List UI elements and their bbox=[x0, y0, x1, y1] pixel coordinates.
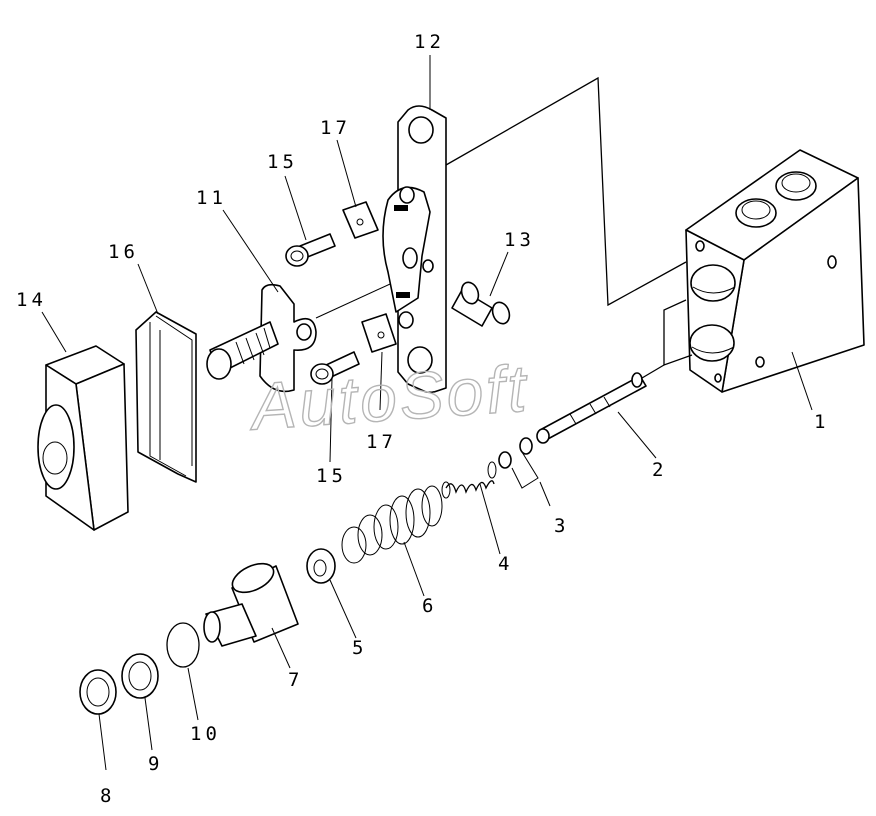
leader-lines bbox=[41, 55, 813, 771]
part-12-plate bbox=[382, 105, 447, 394]
part-16-guard bbox=[135, 311, 197, 483]
part-11-cap bbox=[206, 283, 317, 393]
callout-16: 16 bbox=[108, 241, 139, 263]
callout-12: 12 bbox=[414, 31, 445, 53]
callout-1: 1 bbox=[814, 411, 829, 433]
callout-17-bottom: 17 bbox=[366, 431, 397, 453]
callout-5: 5 bbox=[352, 637, 367, 659]
callout-4: 4 bbox=[498, 553, 513, 575]
part-10-o-ring bbox=[166, 622, 200, 668]
callout-15-top: 15 bbox=[267, 151, 298, 173]
part-2-spool bbox=[536, 372, 647, 444]
callout-7: 7 bbox=[288, 669, 303, 691]
callout-6: 6 bbox=[422, 595, 437, 617]
part-17-gaskets bbox=[342, 201, 397, 353]
callout-3: 3 bbox=[554, 515, 569, 537]
part-6-big-spring bbox=[341, 485, 443, 564]
callout-2: 2 bbox=[652, 459, 667, 481]
callout-9: 9 bbox=[148, 753, 163, 775]
callout-labels: 12 17 15 11 13 16 14 1 17 15 2 3 4 6 5 7… bbox=[16, 31, 829, 807]
callout-11: 11 bbox=[196, 187, 227, 209]
part-3-shims bbox=[498, 437, 539, 489]
callout-17-top: 17 bbox=[320, 117, 351, 139]
part-9-ring bbox=[121, 653, 159, 699]
callout-14: 14 bbox=[16, 289, 47, 311]
part-14-cover bbox=[37, 345, 129, 531]
callout-8: 8 bbox=[100, 785, 115, 807]
part-13-pin bbox=[451, 281, 511, 327]
part-7-piston bbox=[203, 562, 299, 647]
callout-10: 10 bbox=[190, 723, 221, 745]
part-15-bolts bbox=[285, 233, 360, 385]
part-1-valve-body bbox=[685, 149, 865, 393]
part-5-seat bbox=[306, 548, 336, 584]
callout-15-bottom: 15 bbox=[316, 465, 347, 487]
callout-13: 13 bbox=[504, 229, 535, 251]
part-8-ring bbox=[79, 669, 117, 715]
part-4-small-spring bbox=[441, 461, 497, 499]
